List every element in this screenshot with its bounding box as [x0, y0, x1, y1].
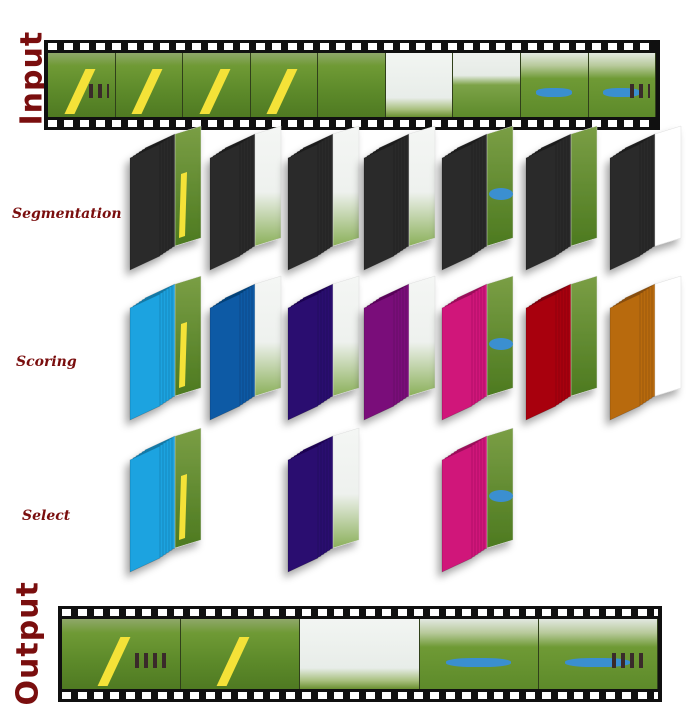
- segmentation-stack: [209, 125, 282, 271]
- input-frame: [520, 53, 589, 117]
- output-frame: [300, 619, 420, 689]
- scoring-stack: [363, 275, 436, 421]
- scoring-stack: [129, 275, 202, 421]
- segmentation-stack: [609, 125, 682, 271]
- output-filmstrip: [58, 606, 662, 702]
- segmentation-stack: [363, 125, 436, 271]
- input-frame: [115, 53, 184, 117]
- people-mark: [612, 652, 648, 668]
- output-label: Output: [10, 581, 46, 706]
- output-frame: [538, 619, 658, 689]
- segmentation-label: Segmentation: [12, 206, 122, 222]
- segmentation-stack: [287, 125, 360, 271]
- pool-mark: [564, 657, 630, 668]
- output-frame: [181, 619, 301, 689]
- scoring-label: Scoring: [16, 354, 77, 370]
- pool-mark: [445, 657, 511, 668]
- input-frame: [318, 53, 386, 117]
- select-label: Select: [22, 508, 71, 524]
- select-stack: [129, 427, 202, 573]
- output-frame: [419, 619, 539, 689]
- people-mark: [135, 652, 171, 668]
- people-mark: [629, 83, 650, 98]
- segmentation-stack: [129, 125, 202, 271]
- input-frame: [453, 53, 521, 117]
- people-mark: [89, 83, 110, 98]
- segmentation-stack: [525, 125, 598, 271]
- scoring-stack: [209, 275, 282, 421]
- input-frame: [250, 53, 319, 117]
- slide-mark: [217, 636, 250, 686]
- input-frame: [385, 53, 454, 117]
- slide-mark: [97, 636, 131, 686]
- scoring-stack: [287, 275, 360, 421]
- input-frame: [588, 53, 656, 117]
- select-stack: [287, 427, 360, 573]
- scoring-stack: [525, 275, 598, 421]
- input-filmstrip: [44, 40, 660, 130]
- scoring-stack: [441, 275, 514, 421]
- segmentation-stack: [441, 125, 514, 271]
- scoring-stack: [609, 275, 682, 421]
- pool-mark: [603, 88, 640, 98]
- pool-mark: [535, 88, 573, 98]
- input-frame: [48, 53, 116, 117]
- select-stack: [441, 427, 514, 573]
- input-frame: [183, 53, 251, 117]
- output-frame: [62, 619, 182, 689]
